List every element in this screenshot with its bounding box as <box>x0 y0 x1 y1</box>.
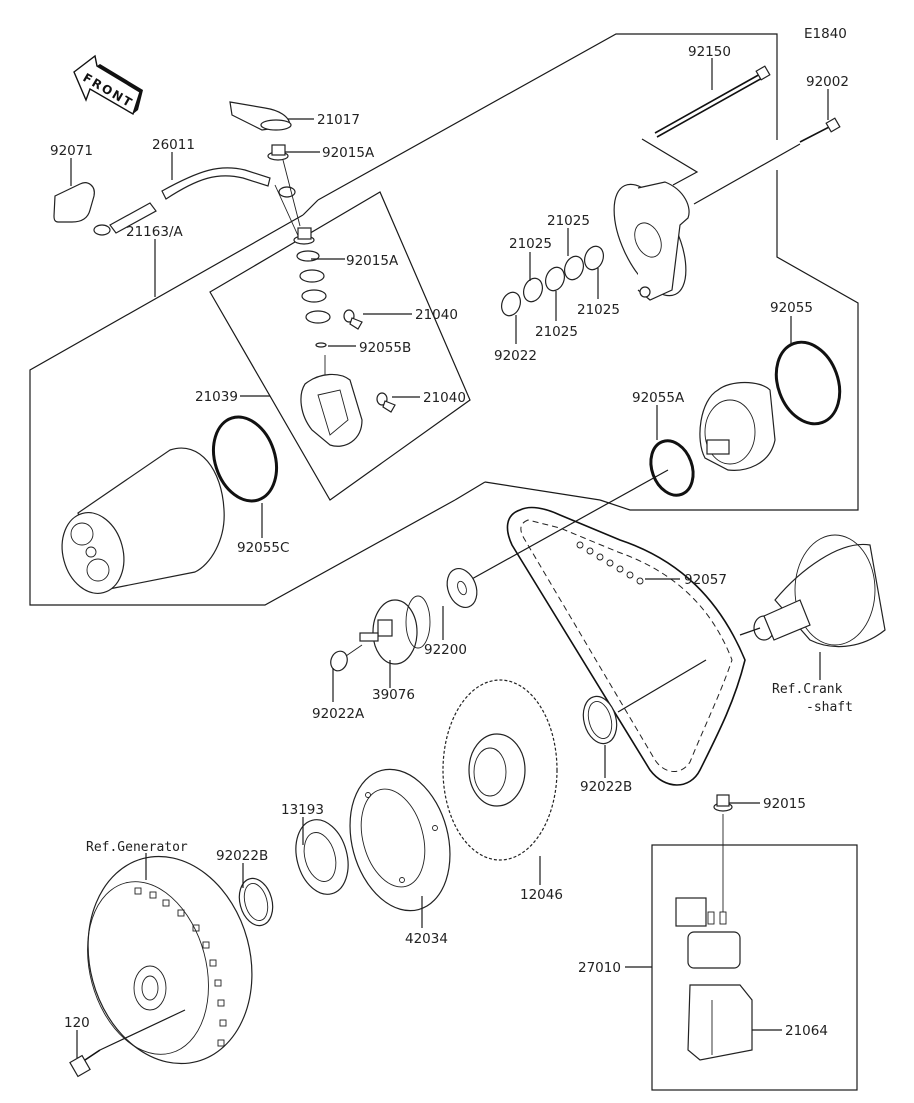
brush-21040-a <box>343 309 363 330</box>
reduction-gear-housing <box>699 381 776 471</box>
brush-21040-b <box>376 392 396 413</box>
part-label-21040-a[interactable]: 21040 <box>415 307 458 323</box>
part-label-92015[interactable]: 92015 <box>763 796 806 812</box>
part-label-39076[interactable]: 39076 <box>372 687 415 703</box>
part-label-92200[interactable]: 92200 <box>424 642 467 658</box>
part-label-92055c[interactable]: 92055C <box>237 540 289 556</box>
part-label-92022b-mid[interactable]: 92022B <box>580 779 632 795</box>
bolt-120 <box>69 1009 186 1078</box>
part-label-12046[interactable]: 12046 <box>520 887 563 903</box>
part-label-27010[interactable]: 27010 <box>578 960 621 976</box>
part-label-26011[interactable]: 26011 <box>152 137 195 153</box>
starter-clutch-hub-42034 <box>349 768 451 912</box>
part-labels: 92150 92002 21017 92015A 92071 26011 920… <box>50 44 853 1039</box>
part-label-21039[interactable]: 21039 <box>195 389 238 405</box>
part-label-21017[interactable]: 21017 <box>317 112 360 128</box>
leader-lines <box>70 58 829 1058</box>
part-label-13193[interactable]: 13193 <box>281 802 324 818</box>
part-label-42034[interactable]: 42034 <box>405 931 448 947</box>
ref-generator: Ref.Generator <box>86 840 188 855</box>
washer-92022b-low <box>238 877 274 927</box>
part-label-92022[interactable]: 92022 <box>494 348 537 364</box>
chain-links-detail <box>576 541 644 585</box>
shim-washers <box>500 245 605 317</box>
nut-92015 <box>713 794 733 812</box>
battery-cable <box>93 167 301 241</box>
part-label-92015a-top[interactable]: 92015A <box>322 145 375 161</box>
starter-assembly-outline <box>317 33 778 201</box>
part-label-21064[interactable]: 21064 <box>785 1023 828 1039</box>
through-bolt-92150 <box>654 65 771 138</box>
starter-chain <box>506 506 746 786</box>
part-label-21025-d[interactable]: 21025 <box>577 302 620 318</box>
part-label-21040-b[interactable]: 21040 <box>423 390 466 406</box>
part-label-92055[interactable]: 92055 <box>770 300 813 316</box>
diagram-code: E1840 <box>804 26 847 42</box>
part-label-92002[interactable]: 92002 <box>806 74 849 90</box>
part-label-92150[interactable]: 92150 <box>688 44 731 60</box>
o-ring-92055c <box>212 415 278 503</box>
rotor-magnet-slots <box>134 887 227 1047</box>
part-label-92071[interactable]: 92071 <box>50 143 93 159</box>
part-label-92057[interactable]: 92057 <box>684 572 727 588</box>
part-label-92055a[interactable]: 92055A <box>632 390 685 406</box>
o-ring-92055 <box>774 340 842 426</box>
crankshaft-reference <box>739 534 886 648</box>
part-label-21025-b[interactable]: 21025 <box>509 236 552 252</box>
part-label-92015a-mid[interactable]: 92015A <box>346 253 399 269</box>
starter-relay-27010 <box>675 897 741 969</box>
part-label-21163a[interactable]: 21163/A <box>126 224 183 240</box>
washer-stack <box>296 250 331 348</box>
washer-92022b-mid <box>582 695 618 745</box>
starter-sprocket-12046 <box>442 679 558 861</box>
washer-92200 <box>446 568 478 608</box>
front-arrow-icon: FRONT <box>73 54 143 116</box>
nut-92015a-mid <box>293 227 315 245</box>
brush-plate <box>300 355 363 447</box>
relay-cover-21064 <box>687 984 753 1061</box>
part-label-120[interactable]: 120 <box>64 1015 90 1031</box>
terminal-boot <box>229 101 292 131</box>
generator-rotor-reference <box>87 855 253 1065</box>
part-label-92055b[interactable]: 92055B <box>359 340 411 356</box>
o-ring-92055a <box>649 439 695 497</box>
bolt-92002 <box>799 117 841 143</box>
part-label-21025-c[interactable]: 21025 <box>535 324 578 340</box>
terminal-cap <box>53 182 95 223</box>
ref-crankshaft-line2: -shaft <box>806 700 853 715</box>
washer-92022a <box>330 650 348 672</box>
brush-holder-box <box>209 191 471 501</box>
one-way-clutch-13193 <box>295 819 349 895</box>
part-label-92022a[interactable]: 92022A <box>312 706 365 722</box>
starter-motor-yoke <box>61 447 225 594</box>
part-label-21025-a[interactable]: 21025 <box>547 213 590 229</box>
ref-crankshaft-line1: Ref.Crank <box>772 682 843 697</box>
nut-92015a-top <box>267 144 289 161</box>
starter-rear-cover <box>613 181 690 301</box>
starter-relay-box <box>651 844 858 1091</box>
idle-gear-39076 <box>359 595 431 665</box>
part-label-92022b-low[interactable]: 92022B <box>216 848 268 864</box>
